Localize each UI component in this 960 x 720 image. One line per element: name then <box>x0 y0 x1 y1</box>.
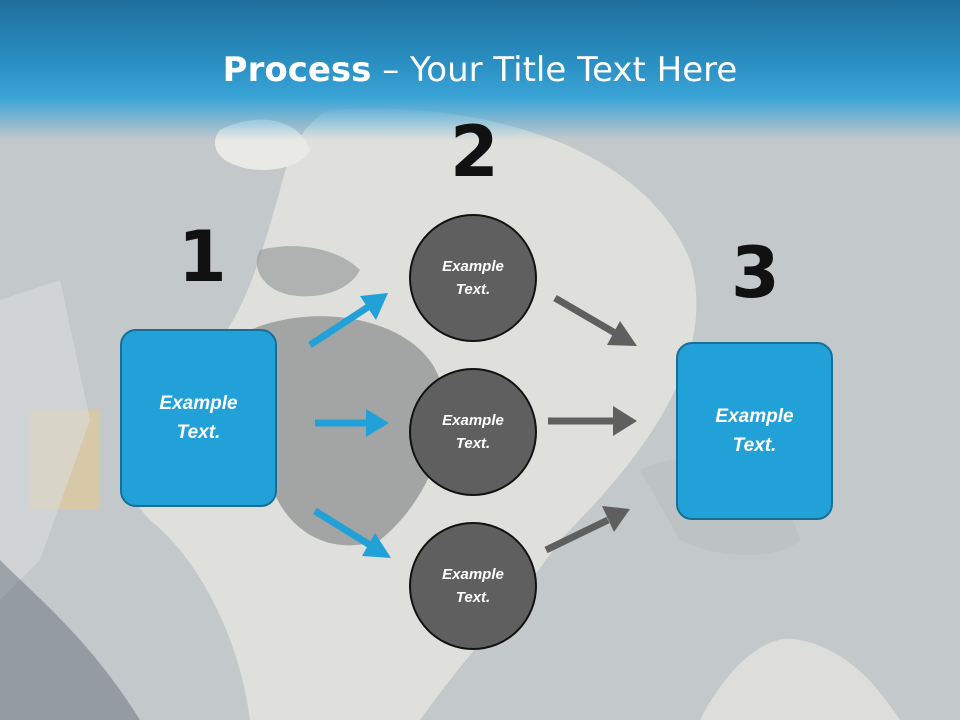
step-2-circle-bottom-label: Example Text. <box>442 566 504 606</box>
header-band <box>0 0 960 140</box>
step-2-circle-top-label: Example Text. <box>442 258 504 298</box>
step-2-circle-middle: Example Text. <box>409 368 537 496</box>
step-3-label: Example Text. <box>715 406 794 456</box>
step-3-box: Example Text. <box>676 342 833 520</box>
title-separator: – <box>371 50 411 90</box>
title-rest: Your Title Text Here <box>410 50 738 90</box>
step-2-circle-top: Example Text. <box>409 214 537 342</box>
step-1-box: Example Text. <box>120 329 277 507</box>
step-number-3: 3 <box>731 232 780 314</box>
step-2-circle-bottom: Example Text. <box>409 522 537 650</box>
step-1-label: Example Text. <box>159 393 238 443</box>
title-bold: Process <box>222 50 372 90</box>
step-2-circle-middle-label: Example Text. <box>442 412 504 452</box>
step-number-1: 1 <box>178 216 227 298</box>
slide-title: Process – Your Title Text Here <box>0 50 960 90</box>
step-number-2: 2 <box>450 111 499 193</box>
